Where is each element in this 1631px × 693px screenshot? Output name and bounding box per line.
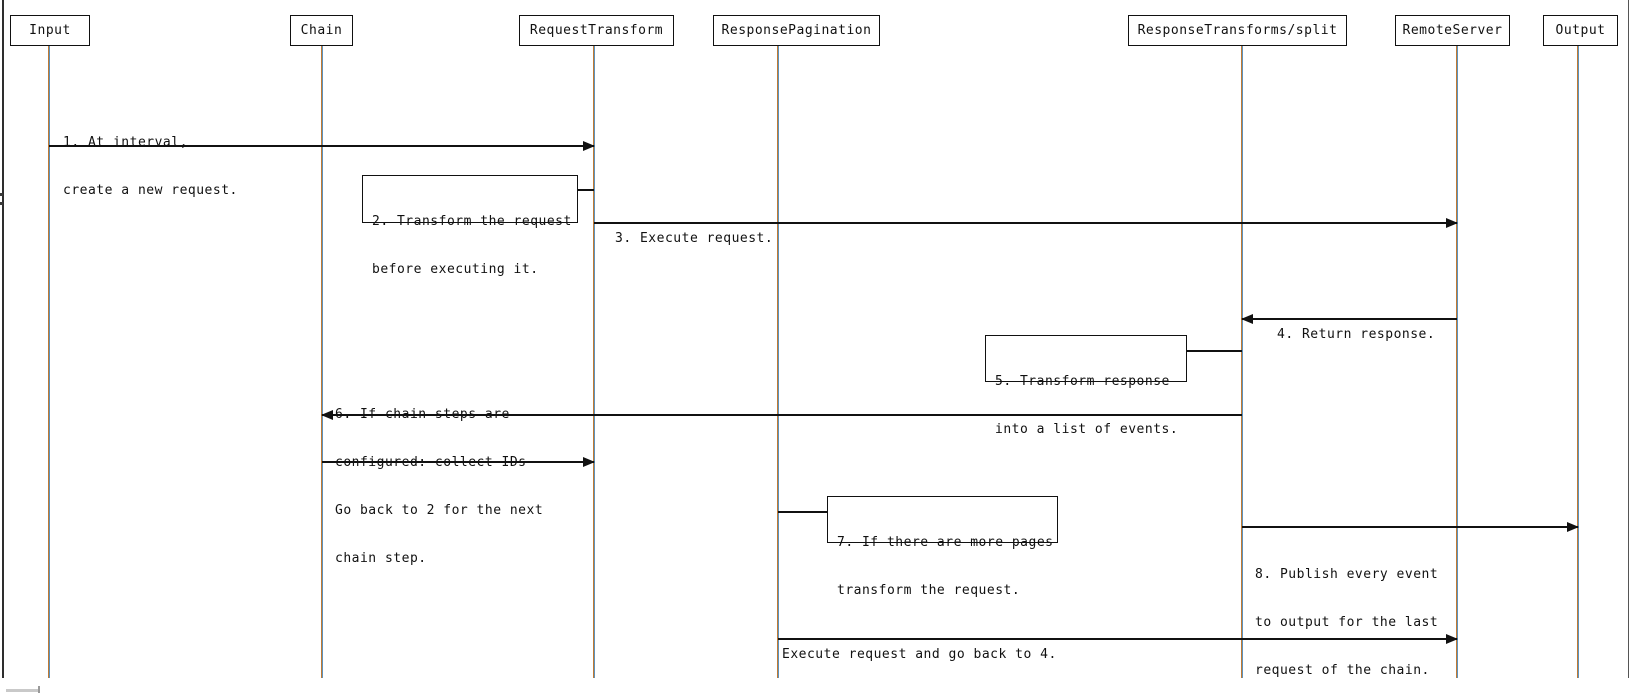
lifeline-response-transforms-split (1241, 46, 1243, 678)
actor-label: Chain (300, 23, 343, 38)
lifeline-request-transform (593, 46, 595, 678)
arrowhead-right-icon (1567, 522, 1579, 532)
actor-label: Input (29, 23, 71, 38)
message-8-arrow (1242, 522, 1579, 532)
lifeline-remote-server (1456, 46, 1458, 678)
window-left-border (2, 0, 4, 678)
note-2-connector (578, 189, 594, 191)
actor-box-remote-server: RemoteServer (1395, 15, 1510, 46)
arrowhead-right-icon (1446, 218, 1458, 228)
actor-label: ResponsePagination (721, 23, 872, 38)
left-edge-mark (0, 202, 3, 205)
actor-label: ResponseTransforms/split (1137, 23, 1338, 38)
arrowhead-right-icon (1446, 634, 1458, 644)
message-1-label: 1. At interval, create a new request. (63, 135, 238, 198)
message-4-arrow (1241, 314, 1457, 324)
message-execute-again-label: Execute request and go back to 4. (782, 647, 1057, 662)
arrowhead-left-icon (321, 410, 333, 420)
message-8-label: 8. Publish every event to output for the… (1255, 567, 1439, 678)
message-1-arrow (49, 141, 595, 151)
actor-box-response-transforms-split: ResponseTransforms/split (1128, 15, 1347, 46)
message-go-back-arrow (322, 457, 595, 467)
message-6-arrow (321, 410, 1242, 420)
note-7-connector (778, 511, 827, 513)
lifeline-output (1577, 46, 1579, 678)
note-7: 7. If there are more pages transform the… (827, 496, 1058, 598)
note-5-connector (1187, 350, 1242, 352)
note-5: 5. Transform response into a list of eve… (985, 335, 1187, 437)
window-right-border (1628, 0, 1629, 678)
bottom-edge-tick (38, 686, 40, 693)
arrowhead-right-icon (583, 457, 595, 467)
bottom-edge-artifact (6, 689, 40, 692)
note-2: 2. Transform the request before executin… (362, 175, 578, 277)
lifeline-input (48, 46, 50, 678)
lifeline-response-pagination (777, 46, 779, 678)
actor-box-chain: Chain (290, 15, 353, 46)
message-go-back-label: Go back to 2 for the next chain step. (335, 503, 544, 566)
actor-label: Output (1555, 23, 1606, 38)
lifeline-chain (321, 46, 323, 678)
actor-box-request-transform: RequestTransform (519, 15, 674, 46)
arrowhead-right-icon (583, 141, 595, 151)
actor-box-output: Output (1543, 15, 1618, 46)
actor-box-input: Input (10, 15, 90, 46)
left-edge-mark (0, 193, 3, 196)
message-4-label: 4. Return response. (1277, 327, 1436, 342)
actor-label: RemoteServer (1402, 23, 1503, 38)
arrowhead-left-icon (1241, 314, 1253, 324)
message-3-arrow (594, 218, 1458, 228)
actor-box-response-pagination: ResponsePagination (713, 15, 880, 46)
actor-label: RequestTransform (529, 23, 664, 38)
message-execute-again-arrow (778, 634, 1458, 644)
message-3-label: 3. Execute request. (615, 231, 774, 246)
